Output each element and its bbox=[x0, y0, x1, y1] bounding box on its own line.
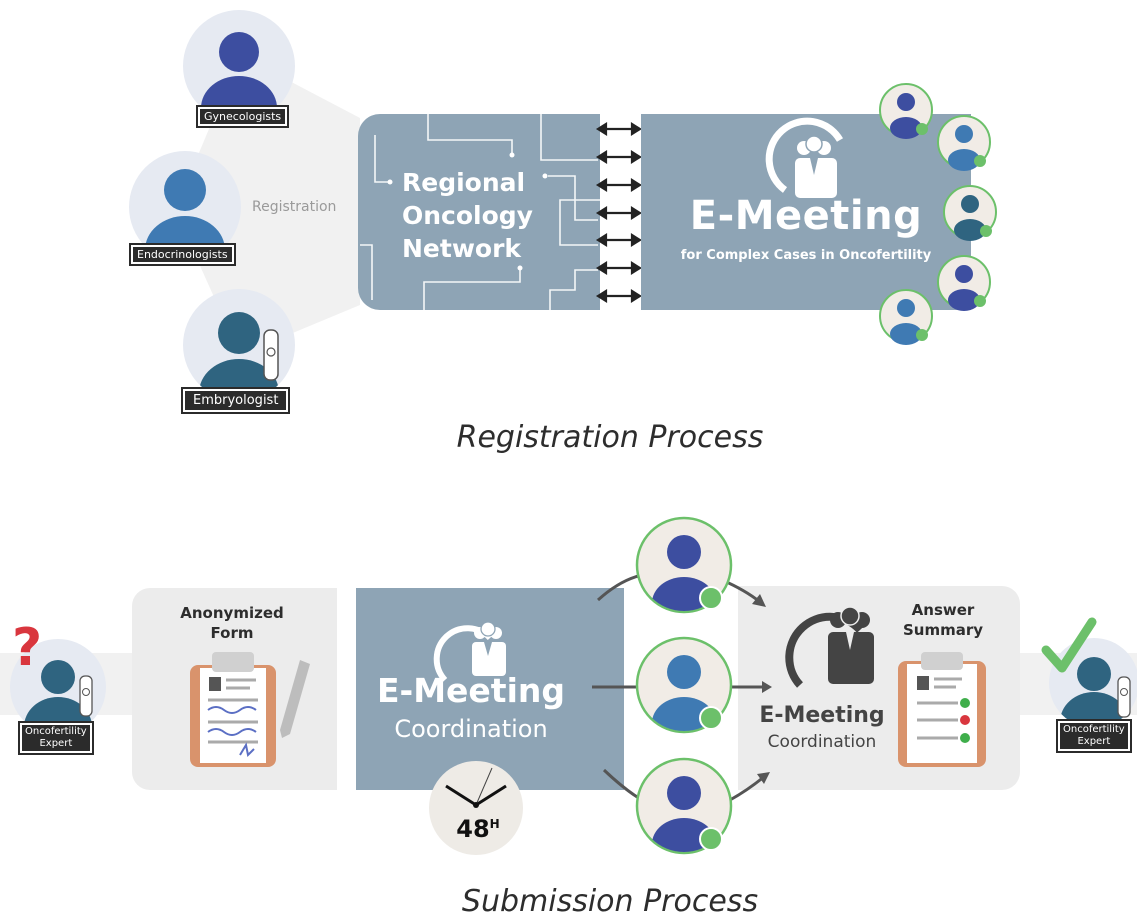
clock-icon bbox=[429, 761, 523, 855]
answer-group-icon bbox=[785, 606, 874, 688]
regional-network-panel bbox=[358, 114, 600, 310]
endocrinologists-label: Endocrinologists bbox=[129, 243, 236, 266]
timer-unit: H bbox=[489, 817, 500, 831]
answer-coord-title: E-Meeting bbox=[759, 703, 885, 728]
registration-section-title: Registration Process bbox=[456, 420, 764, 455]
answer-summary-clipboard-icon bbox=[898, 652, 986, 767]
form-title: Anonymized Form bbox=[132, 603, 332, 643]
embryologist-label: Embryologist bbox=[180, 387, 291, 414]
meeting-group-icon bbox=[765, 117, 844, 198]
submission-section-title: Submission Process bbox=[461, 884, 759, 919]
coordination-subtitle: Coordination bbox=[394, 715, 548, 743]
form-title-line1: Anonymized bbox=[180, 604, 284, 622]
reviewer-avatars bbox=[635, 516, 733, 855]
right-expert-label-line2: Expert bbox=[1077, 736, 1111, 747]
right-expert-label-line1: Oncofertility bbox=[1063, 724, 1125, 735]
check-icon bbox=[1041, 617, 1097, 673]
anonymized-form-clipboard-icon bbox=[190, 652, 310, 767]
answer-summary-title: Answer Summary bbox=[900, 600, 986, 640]
answer-title-line2: Summary bbox=[902, 621, 984, 639]
left-expert-label-line1: Oncofertility bbox=[25, 726, 87, 737]
timer-value: 48 bbox=[456, 815, 490, 843]
network-line-1: Regional bbox=[402, 168, 526, 197]
network-line-3: Network bbox=[402, 234, 522, 263]
emeeting-title: E-Meeting bbox=[689, 193, 923, 239]
test-tube-icon bbox=[263, 329, 279, 381]
answer-coord-subtitle: Coordination bbox=[767, 732, 877, 752]
emeeting-subtitle: for Complex Cases in Oncofertility bbox=[680, 248, 932, 263]
participant-avatars bbox=[879, 83, 997, 345]
pen-icon bbox=[280, 660, 310, 738]
question-mark-icon: ? bbox=[12, 618, 43, 678]
left-expert-label-line2: Expert bbox=[39, 738, 73, 749]
right-expert-label: Oncofertility Expert bbox=[1056, 719, 1132, 753]
network-title: Regional Oncology Network bbox=[402, 166, 533, 265]
form-title-line2: Form bbox=[210, 624, 254, 642]
registration-label: Registration bbox=[252, 199, 337, 215]
gynecologists-label: Gynecologists bbox=[195, 105, 290, 128]
submission-diagram bbox=[0, 516, 1137, 855]
timer-label: 48H bbox=[448, 815, 508, 843]
coordination-group-icon bbox=[433, 621, 506, 683]
left-expert-label: Oncofertility Expert bbox=[18, 721, 94, 755]
registration-funnel bbox=[175, 55, 360, 355]
network-line-2: Oncology bbox=[402, 201, 533, 230]
coordination-title: E-Meeting bbox=[376, 671, 566, 710]
exchange-arrows bbox=[595, 122, 643, 303]
answer-title-line1: Answer bbox=[911, 601, 975, 619]
